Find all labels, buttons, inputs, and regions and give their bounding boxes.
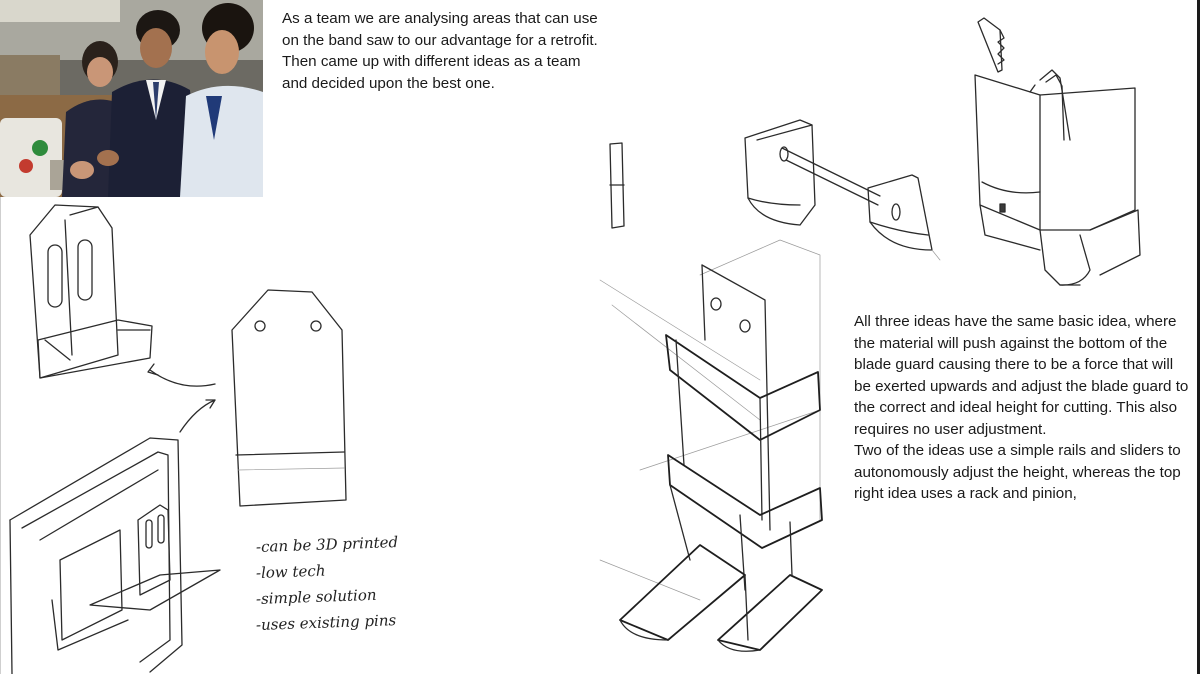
sketch-flat-plate: [231, 289, 347, 507]
team-photo-illustration: [0, 0, 263, 197]
sketch-slotted-bracket: [29, 204, 153, 379]
sketch-small-strip: [609, 142, 625, 229]
sketch-mounted-bracket: [9, 437, 221, 674]
slide-right-border: [1197, 0, 1200, 674]
team-analysis-caption: As a team we are analysing areas that ca…: [282, 10, 598, 92]
sketch-rack-guard: [974, 17, 1141, 286]
ideas-explanation-paragraph-2: Two of the ideas use a simple rails and …: [854, 442, 1181, 502]
sketch-arrows: [147, 363, 216, 433]
ideas-explanation: All three ideas have the same basic idea…: [854, 311, 1192, 505]
slide-left-edge: [0, 0, 1, 674]
ideas-explanation-paragraph-1: All three ideas have the same basic idea…: [854, 313, 1189, 438]
handwritten-notes: -can be 3D printed -low tech -simple sol…: [255, 533, 446, 638]
team-photo: [0, 0, 263, 197]
sketch-axle-plates: [744, 119, 941, 261]
sketch-isometric-guard: [599, 239, 823, 652]
note-existing-pins: -uses existing pins: [255, 611, 397, 634]
